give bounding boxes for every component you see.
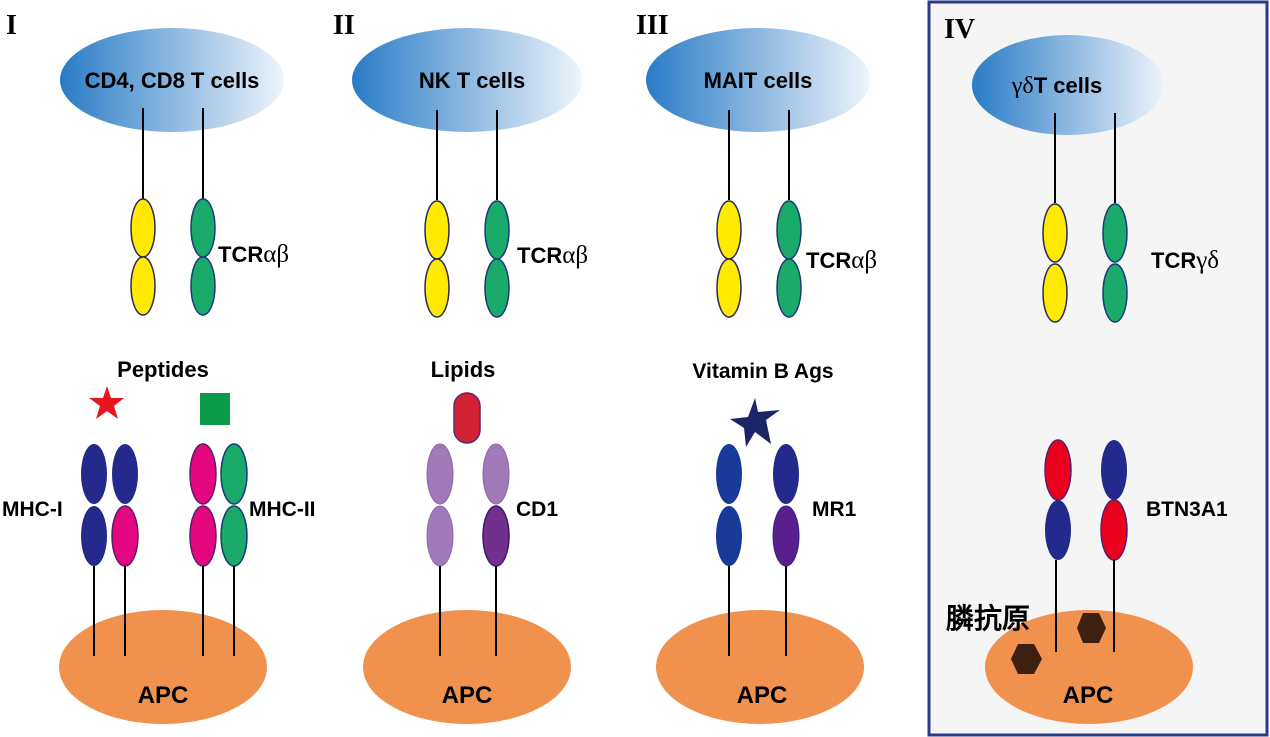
mhc-i-domain	[81, 444, 107, 504]
panel-numeral: II	[333, 10, 355, 41]
t-cell	[352, 28, 582, 132]
tcr-delta-domain	[1102, 203, 1128, 263]
t-cell-label: γδT cells	[1011, 73, 1102, 99]
presenter-label-btn3a1: BTN3A1	[1146, 498, 1228, 521]
t-cell-label: NK T cells	[419, 68, 525, 93]
tcr-beta-domain	[190, 198, 216, 258]
mr1-domain	[773, 444, 799, 504]
tcr-label: TCRαβ	[517, 242, 588, 269]
presenter-label-cd1: CD1	[516, 498, 558, 521]
tcr-alpha-domain	[716, 200, 742, 260]
tcr-alpha-domain	[424, 258, 450, 318]
tcr-beta-domain	[484, 200, 510, 260]
panel-numeral: III	[636, 10, 669, 41]
btn3a1-domain	[1100, 499, 1128, 561]
antigen-label: Peptides	[117, 357, 209, 382]
peptide-square-icon	[200, 393, 230, 425]
panel-iii: III MAIT cells TCRαβ Vitamin B Ags MR1 A…	[636, 10, 877, 724]
tcr-label: TCRγδ	[1151, 247, 1219, 274]
cd1-domain	[426, 443, 454, 505]
btn3a1-domain	[1045, 500, 1071, 560]
panel-i: I CD4, CD8 T cells TCRαβ Peptides MHC-I …	[2, 10, 316, 724]
tcr-gamma-domain	[1042, 263, 1068, 323]
tcr-delta-domain	[1102, 263, 1128, 323]
mhc-ii-alpha-domain	[189, 443, 217, 505]
mhc-i-b2m-domain	[111, 505, 139, 567]
apc-cell	[59, 610, 267, 724]
panel-numeral: IV	[944, 14, 975, 45]
panel-numeral: I	[6, 10, 17, 41]
lipid-antigen-icon	[453, 392, 481, 444]
apc-cell	[656, 610, 864, 724]
btn3a1-domain	[1044, 439, 1072, 501]
mhc-i-domain	[81, 506, 107, 566]
mhc-i-domain	[112, 444, 138, 504]
cd1-domain	[426, 505, 454, 567]
apc-label: APC	[1063, 682, 1114, 709]
cd1-domain	[482, 443, 510, 505]
mr1-domain	[716, 506, 742, 566]
presenter-label-mhc-ii: MHC-II	[249, 498, 316, 521]
t-cell-label: MAIT cells	[704, 68, 813, 93]
tcr-beta-domain	[776, 258, 802, 318]
mr1-domain	[716, 444, 742, 504]
apc-cell	[363, 610, 571, 724]
tcr-beta-domain	[190, 256, 216, 316]
apc-label: APC	[442, 682, 493, 709]
antigen-label: Lipids	[431, 357, 496, 382]
phosphoantigen-hexagon-icon	[1077, 613, 1106, 643]
tcr-alpha-domain	[130, 198, 156, 258]
mhc-ii-beta-domain	[220, 443, 248, 505]
apc-label: APC	[737, 682, 788, 709]
t-cell	[646, 28, 870, 132]
tcr-alpha-domain	[716, 258, 742, 318]
presenter-label-mhc-i: MHC-I	[2, 498, 63, 521]
phosphoantigen-hexagon-icon	[1011, 644, 1042, 674]
tcr-beta-domain	[484, 258, 510, 318]
t-cell	[60, 28, 284, 132]
vitamin-b-star-icon	[730, 398, 780, 447]
t-cell	[972, 35, 1164, 135]
btn3a1-domain	[1101, 440, 1127, 500]
tcr-gamma-domain	[1042, 203, 1068, 263]
peptide-star-icon	[89, 386, 124, 419]
mhc-ii-alpha-domain	[189, 505, 217, 567]
mr1-b2m-domain	[772, 505, 800, 567]
tcr-beta-domain	[776, 200, 802, 260]
antigen-label: Vitamin B Ags	[692, 360, 833, 383]
tcr-label: TCRαβ	[806, 247, 877, 274]
tcr-alpha-domain	[424, 200, 450, 260]
antigen-label: 膦抗原	[946, 602, 1030, 635]
apc-label: APC	[138, 682, 189, 709]
apc-cell	[985, 610, 1193, 724]
mhc-ii-beta-domain	[220, 505, 248, 567]
tcr-label: TCRαβ	[218, 241, 289, 268]
panel-ii: II NK T cells TCRαβ Lipids CD1 APC	[333, 10, 588, 724]
tcr-alpha-domain	[130, 256, 156, 316]
presenter-label-mr1: MR1	[812, 498, 857, 521]
cd1-b2m-domain	[482, 505, 510, 567]
panel-iv: IV γδT cells TCRγδ BTN3A1 膦抗原 APC	[944, 14, 1228, 724]
t-cell-label: CD4, CD8 T cells	[85, 68, 260, 93]
